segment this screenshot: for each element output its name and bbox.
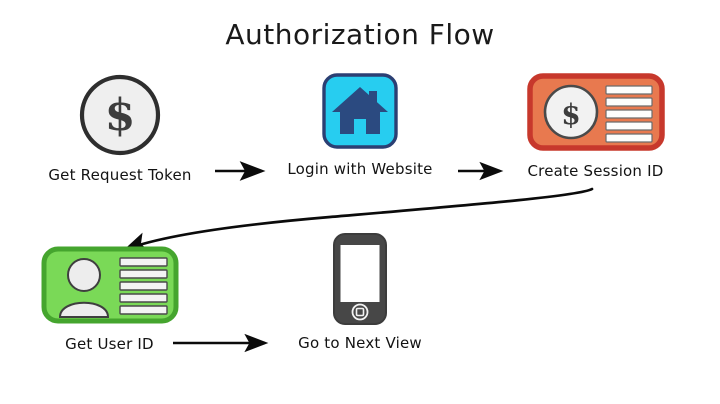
svg-text:$: $ (105, 90, 136, 141)
money-card-icon: $ (526, 72, 666, 152)
smartphone-icon (332, 232, 388, 326)
node-label-get-request-token: Get Request Token (48, 166, 192, 184)
coin-dollar-icon: $ (77, 72, 163, 158)
page-title: Authorization Flow (225, 18, 495, 51)
node-label-create-session-id: Create Session ID (527, 162, 664, 180)
home-house-icon (321, 72, 399, 150)
svg-text:$: $ (561, 98, 580, 131)
node-get-user-id[interactable]: Get User ID (27, 245, 192, 353)
node-label-go-to-next-view: Go to Next View (298, 334, 422, 352)
node-go-to-next-view[interactable]: Go to Next View (280, 232, 440, 352)
node-create-session-id[interactable]: $ Create Session ID (508, 72, 683, 180)
node-label-get-user-id: Get User ID (65, 335, 154, 353)
node-get-request-token[interactable]: $ Get Request Token (25, 72, 215, 184)
id-card-person-icon (40, 245, 180, 325)
node-label-login-with-website: Login with Website (287, 160, 433, 178)
node-login-with-website[interactable]: Login with Website (280, 72, 440, 178)
